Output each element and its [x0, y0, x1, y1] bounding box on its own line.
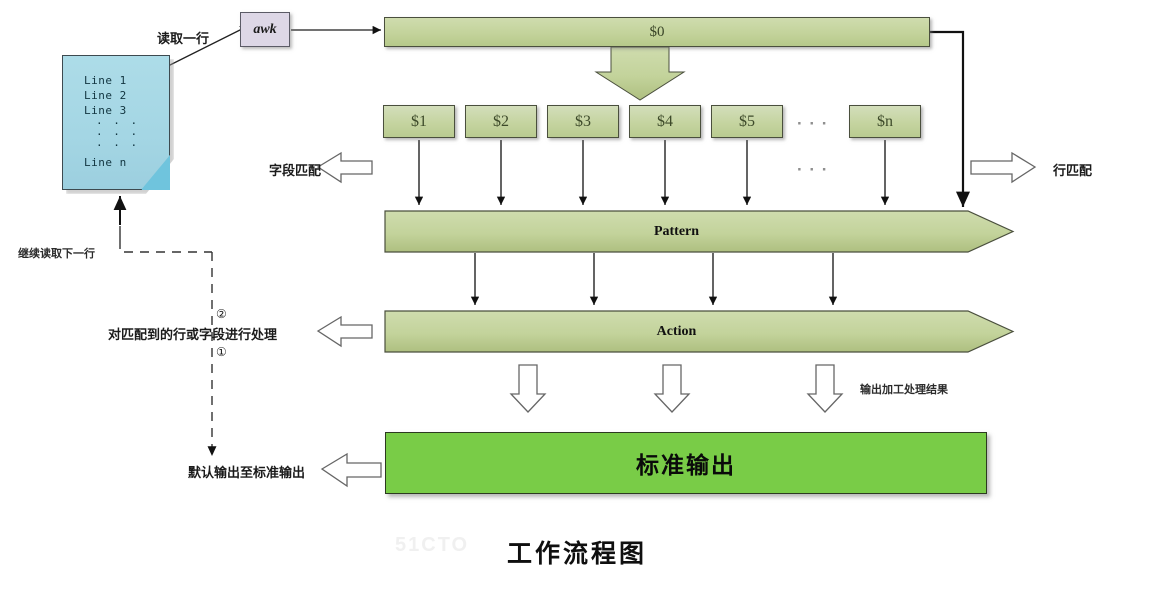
annotation-default-stdout: 默认输出至标准输出 [188, 465, 306, 480]
annotation-process-matched: 对匹配到的行或字段进行处理 [108, 327, 278, 342]
annotation-marker-two: ② [216, 307, 227, 321]
document-ellipsis: · · · [96, 139, 140, 152]
annotation-output-result: 输出加工处理结果 [860, 384, 948, 396]
document-line: Line 2 [84, 89, 127, 102]
document-body [62, 55, 170, 190]
annotation-line-match: 行匹配 [1053, 163, 1093, 178]
annotation-continue-read: 继续读取下一行 [18, 248, 95, 260]
pattern-stage-label: Pattern [653, 223, 700, 239]
field-ellipsis-lower: · · · [797, 160, 829, 179]
field-box-n: $n [849, 105, 921, 138]
input-file-document: Line 1 Line 2 Line 3 · · · · · · · · · L… [62, 55, 174, 194]
field-box-1: $1 [383, 105, 455, 138]
annotation-read-line: 读取一行 [157, 31, 210, 46]
field-box-5: $5 [711, 105, 783, 138]
watermark: 51CTO [395, 534, 470, 556]
document-ellipsis: · · · [96, 117, 140, 130]
document-line: Line 1 [84, 74, 127, 87]
field-ellipsis: · · · [797, 114, 829, 133]
record-bar-dollar0: $0 [384, 17, 930, 47]
standard-output-box: 标准输出 [385, 432, 987, 494]
document-ellipsis: · · · [96, 128, 140, 141]
action-stage-label: Action [656, 323, 697, 339]
diagram-title: 工作流程图 [506, 540, 647, 568]
annotation-marker-one: ① [216, 345, 227, 359]
document-line: Line n [84, 156, 127, 169]
awk-node: awk [240, 12, 290, 47]
field-box-3: $3 [547, 105, 619, 138]
annotation-field-match: 字段匹配 [269, 163, 322, 178]
field-box-4: $4 [629, 105, 701, 138]
document-line: Line 3 [84, 104, 127, 117]
field-box-2: $2 [465, 105, 537, 138]
document-lines: Line 1 Line 2 Line 3 · · · · · · · · · L… [84, 73, 139, 170]
